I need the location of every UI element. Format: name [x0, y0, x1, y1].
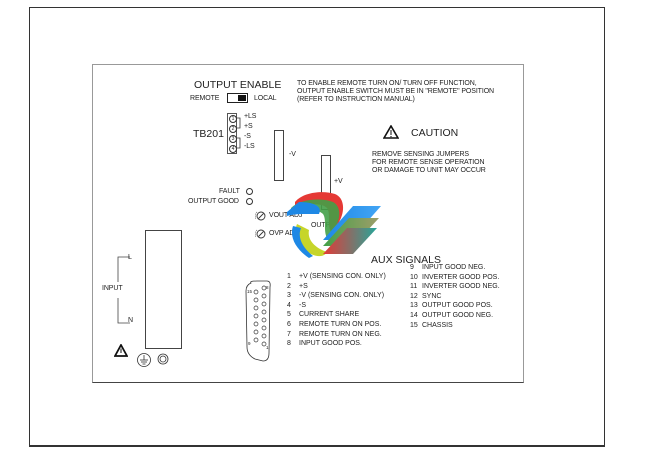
tb-pin-label-3: -S — [244, 133, 251, 140]
negative-output-terminal[interactable] — [274, 130, 284, 181]
switch-knob — [238, 95, 246, 101]
caution-line-1: REMOVE SENSING JUMPERS — [372, 151, 469, 158]
db15-pin-1-label: 1 — [266, 345, 269, 350]
caution-title: CAUTION — [411, 127, 459, 139]
input-neutral-label: N — [128, 317, 133, 324]
protective-earth-icon — [137, 353, 151, 367]
vout-adj-potentiometer-icon[interactable] — [255, 210, 267, 222]
output-enable-title: OUTPUT ENABLE — [194, 79, 282, 91]
ac-input-terminal[interactable] — [145, 230, 182, 349]
caution-line-3: OR DAMAGE TO UNIT MAY OCCUR — [372, 167, 486, 174]
output-good-label: OUTPUT GOOD — [188, 198, 239, 205]
ovp-adj-label: OVP ADJ — [269, 230, 298, 237]
fault-led — [246, 188, 253, 195]
chassis-ground-icon — [157, 353, 169, 365]
tb-pin-label-1: +LS — [244, 113, 257, 120]
hazard-warning-icon — [114, 344, 128, 357]
db15-pin-9-label: 9 — [248, 341, 251, 346]
instruction-line-2: OUTPUT ENABLE SWITCH MUST BE IN "REMOTE"… — [297, 88, 494, 95]
tb-pin-label-4: -LS — [244, 143, 255, 150]
aux-signal-item: 2+S — [287, 282, 308, 290]
vout-adj-label: VOUT ADJ — [269, 212, 303, 219]
negative-output-label: -V — [289, 151, 296, 158]
caution-warning-icon — [383, 125, 399, 139]
output-enable-switch[interactable] — [227, 93, 248, 103]
input-bracket — [117, 256, 130, 324]
db15-pin-15-label: 15 — [247, 289, 253, 294]
tb-pin-1: 1 — [229, 115, 237, 123]
aux-db15-connector[interactable] — [243, 279, 273, 363]
aux-signal-item: 4-S — [287, 301, 306, 309]
tb-pin-label-2: +S — [244, 123, 253, 130]
aux-signals-title: AUX SIGNALS — [371, 254, 442, 266]
remote-label: REMOTE — [190, 95, 220, 102]
db15-pin-8-label: 8 — [266, 285, 269, 290]
positive-output-label: +V — [334, 178, 343, 185]
tb-pin-3: 3 — [229, 135, 237, 143]
caution-line-2: FOR REMOTE SENSE OPERATION — [372, 159, 485, 166]
watermark-logo-icon — [287, 192, 381, 258]
local-label: LOCAL — [254, 95, 277, 102]
aux-signals-list-left: 1+V (SENSING CON. ONLY) 2+S 3-V (SENSING… — [287, 272, 386, 349]
tb-pin-2: 2 — [229, 125, 237, 133]
terminal-block: 1 2 3 4 — [227, 113, 237, 154]
instruction-line-1: TO ENABLE REMOTE TURN ON/ TURN OFF FUNCT… — [297, 80, 477, 87]
diagram-frame — [29, 7, 605, 447]
input-line-label: L — [128, 254, 132, 261]
rear-panel — [92, 64, 524, 383]
tb-jumpers — [237, 117, 241, 149]
instruction-line-3: (REFER TO INSTRUCTION MANUAL) — [297, 96, 415, 103]
aux-signal-item: 1+V (SENSING CON. ONLY) — [287, 273, 386, 280]
input-label: INPUT — [102, 285, 123, 292]
tb-pin-4: 4 — [229, 145, 237, 153]
aux-signal-item: 3-V (SENSING CON. ONLY) — [287, 292, 385, 300]
ovp-adj-potentiometer-icon[interactable] — [255, 228, 267, 240]
output-good-led — [246, 198, 253, 205]
fault-label: FAULT — [219, 188, 240, 195]
tb201-label: TB201 — [193, 128, 224, 140]
